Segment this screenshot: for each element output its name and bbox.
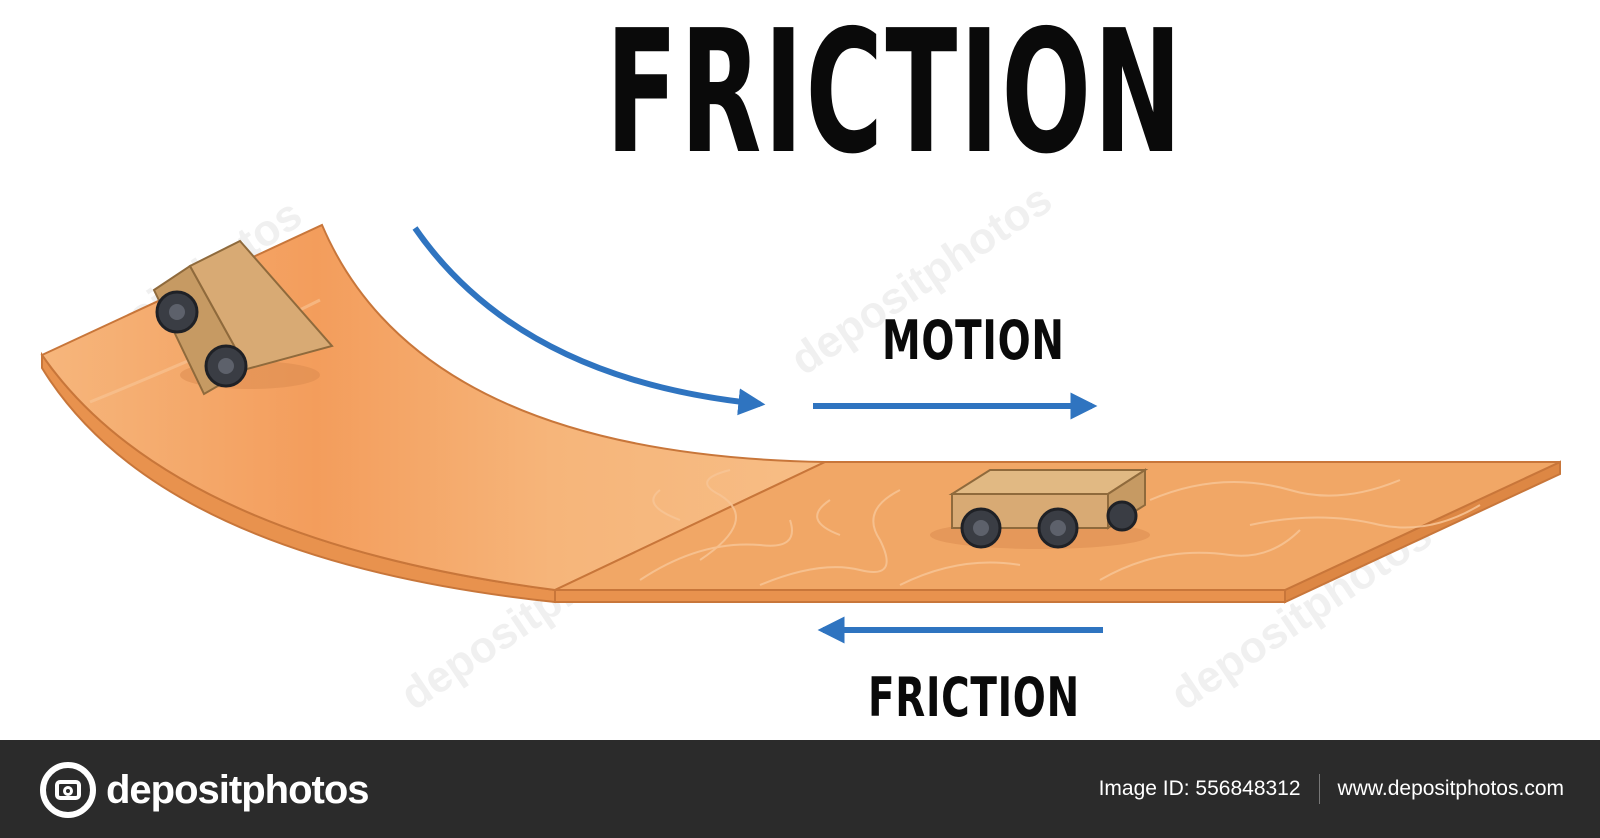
site-url[interactable]: www.depositphotos.com <box>1337 777 1564 800</box>
footer-bar: depositphotos Image ID: 556848312 www.de… <box>0 740 1600 838</box>
curved-arrow-icon <box>412 226 766 416</box>
motion-label: MOTION <box>882 309 1065 372</box>
page-title: FRICTION <box>605 0 1185 192</box>
car-on-ramp <box>152 239 334 396</box>
footer-meta: Image ID: 556848312 www.depositphotos.co… <box>1099 740 1564 838</box>
friction-label: FRICTION <box>868 666 1080 729</box>
logo-text: depositphotos <box>106 767 370 812</box>
image-id: Image ID: 556848312 <box>1098 777 1301 800</box>
divider <box>1318 774 1320 804</box>
logo[interactable]: depositphotos <box>40 762 370 818</box>
diagram-canvas: depositphotos depositphotos depositphoto… <box>32 0 1561 729</box>
camera-icon <box>40 762 96 818</box>
wheel <box>1106 500 1138 532</box>
car-on-flat <box>930 468 1150 549</box>
illustration <box>40 223 1561 644</box>
